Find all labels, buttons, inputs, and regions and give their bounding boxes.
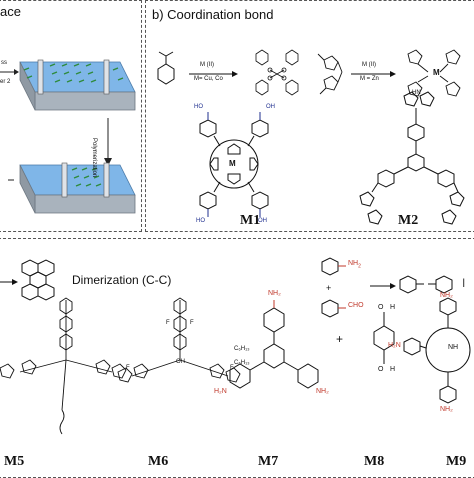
- m5-structure: [0, 297, 127, 435]
- m6-f-3: F: [126, 365, 130, 371]
- reaction2-condition-top: M (II): [362, 62, 376, 68]
- m8-o-bottom: O: [378, 366, 384, 373]
- m8-structure: [373, 312, 395, 364]
- cooh-top-left: HO: [194, 104, 203, 110]
- plus-sign-1: +: [326, 283, 332, 293]
- reaction1-condition-top: M (II): [200, 62, 214, 68]
- m8-h-bottom: H: [390, 366, 396, 373]
- m7-nh2-left: H₂N: [214, 388, 227, 395]
- m7-hexyl-1: C₆H₁₃: [234, 346, 250, 352]
- paddlewheel-structure: [255, 49, 299, 96]
- m6-oh: OH: [176, 359, 185, 365]
- panel-b-structures: [157, 49, 465, 225]
- panel-a-illustration: [0, 59, 136, 214]
- m6-structure: [117, 297, 241, 383]
- panel-c-structures: [0, 257, 471, 435]
- m9-nh: NH: [448, 344, 459, 351]
- m6-f-4: F: [230, 365, 234, 371]
- m8-h-top: H: [390, 304, 396, 311]
- cooh-bottom-left: HO: [196, 218, 205, 224]
- substrate-top: [19, 59, 136, 111]
- m6-f-1: F: [166, 320, 170, 326]
- imine-arrow: [370, 283, 396, 289]
- polymerization-label: Polymerization: [91, 138, 97, 178]
- cooh-top-right: OH: [266, 104, 275, 110]
- m7-hexyl-2: C₆H₁₃: [234, 360, 250, 366]
- dimerization-label: Dimerization (C-C): [72, 273, 172, 287]
- label-m2: M2: [398, 213, 419, 228]
- m7-nh2-top: NH₂: [268, 290, 281, 297]
- label-m9: M9: [446, 454, 467, 469]
- m8-o-top: O: [378, 304, 384, 311]
- reaction-arrow-1: [189, 71, 238, 77]
- dipyrromethene-structure: [317, 53, 343, 95]
- m9-nh2-top: NH₂: [440, 292, 453, 299]
- panel-a-title: ace: [0, 4, 21, 19]
- metal-center-1: M: [229, 159, 236, 168]
- label-m8: M8: [364, 454, 385, 469]
- panel-b-title: b) Coordination bond: [152, 7, 274, 22]
- reaction-arrow-2: [351, 71, 396, 77]
- m7-structure: [229, 300, 319, 389]
- pah-structure: [21, 259, 55, 301]
- panel-a-label-2: er 2: [0, 79, 11, 85]
- panel-b: [145, 0, 474, 232]
- m9-structure: [403, 297, 471, 404]
- label-m1: M1: [240, 213, 261, 228]
- plus-sign-2: +: [336, 332, 344, 346]
- aniline-nh2: NH2: [348, 260, 361, 270]
- polymerization-arrow: [104, 118, 112, 166]
- m6-f-2: F: [190, 320, 194, 326]
- metal-center-2: M: [433, 68, 440, 77]
- m2-structure: [359, 91, 465, 225]
- dimerization-arrow: [0, 279, 18, 285]
- panel-a: [0, 0, 142, 232]
- m1-cooh-bonds: [207, 112, 261, 217]
- label-m6: M6: [148, 454, 169, 469]
- trailing-fragment: I: [462, 276, 466, 290]
- m9-nh2-bottom: NH₂: [440, 406, 453, 413]
- zn-dipyrrin-complex: [407, 49, 461, 97]
- benzaldehyde-structure: [321, 299, 346, 318]
- reaction2-condition-bottom: M = Zn: [360, 76, 379, 82]
- aniline-structure: [321, 257, 346, 276]
- label-m5: M5: [4, 454, 25, 469]
- imine-product-structure: [399, 275, 453, 294]
- m7-nh2-right: NH₂: [316, 388, 329, 395]
- label-m7: M7: [258, 454, 279, 469]
- benzaldehyde-cho: CHO: [348, 302, 364, 309]
- benzoic-acid-structure: [157, 51, 175, 85]
- substrate-bottom: [8, 162, 136, 214]
- m1-porphyrin-structure: [199, 119, 269, 210]
- reaction1-condition-bottom: M= Cu, Co: [194, 76, 223, 82]
- panel-a-label-1: ss: [1, 60, 7, 66]
- m9-nh2-left: H₂N: [388, 342, 401, 349]
- m2-nh-label: HN: [412, 90, 421, 96]
- cooh-bottom-right: OH: [258, 218, 267, 224]
